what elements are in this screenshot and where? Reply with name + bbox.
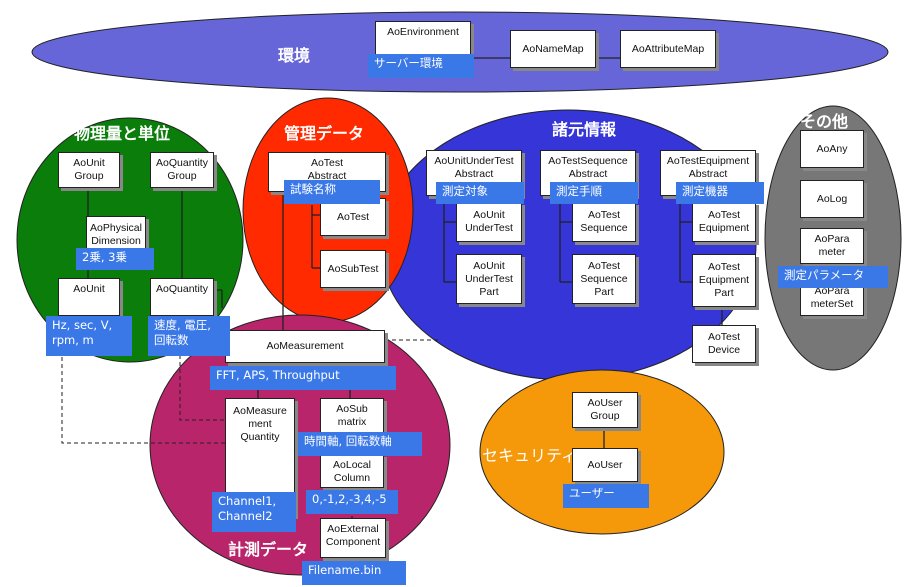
aoenvironment-box[interactable]: AoEnvironment [375,21,471,57]
aotestequipment-box[interactable]: AoTest Equipment [692,202,756,242]
label-measurement-parameters: 測定パラメータ [778,266,888,288]
aoparameter-box[interactable]: AoPara meter [800,228,864,264]
label-filename: Filename.bin [302,561,406,585]
aomeasurement-box[interactable]: AoMeasurement [225,330,385,363]
label-power: 2乗, 3乗 [76,248,154,270]
aotestdevice-box[interactable]: AoTest Device [692,325,756,363]
aoquantity-box[interactable]: AoQuantity [150,278,214,316]
region-title-physical: 物理量と単位 [74,124,171,143]
aounitundertestpart-box[interactable]: AoUnit UnderTest Part [456,254,522,304]
aotestequipmentpart-box[interactable]: AoTest Equipment Part [692,254,756,307]
aoany-box[interactable]: AoAny [800,130,864,168]
aounitgroup-box[interactable]: AoUnit Group [58,152,120,188]
label-channels: Channel1, Channel2 [212,492,296,532]
label-users: ユーザー [563,484,649,508]
aolocalcolumn-box[interactable]: AoLocal Column [320,454,384,488]
region-title-other: その他 [800,112,849,131]
label-units: Hz, sec, V, rpm, m [46,316,132,356]
label-quantities: 速度, 電圧, 回転数 [148,316,230,356]
aousergroup-box[interactable]: AoUser Group [572,392,638,428]
aoexternalcomponent-box[interactable]: AoExternal Component [320,518,386,558]
region-title-security: セキュリティ [482,446,578,465]
aoattributemap-box[interactable]: AoAttributeMap [620,30,716,68]
label-server-environment: サーバー環境 [368,54,474,78]
aosubtest-box[interactable]: AoSubTest [320,250,386,288]
aolog-box[interactable]: AoLog [800,180,864,218]
aosubmatrix-box[interactable]: AoSub matrix [320,398,384,434]
label-values: 0,-1,2,-3,4,-5 [306,490,398,514]
label-measurement-equipment: 測定機器 [676,182,764,204]
region-title-management: 管理データ [284,124,365,143]
label-axes: 時間軸, 回転数軸 [298,432,422,456]
region-title-measurement: 計測データ [228,540,309,559]
label-measurement-target: 測定対象 [436,182,524,204]
region-title-specs: 諸元情報 [552,120,617,139]
aotestsequencepart-box[interactable]: AoTest Sequence Part [572,254,636,304]
region-title-environment: 環境 [278,46,311,65]
label-measurement-procedure: 測定手順 [550,182,638,204]
aotestsequence-box[interactable]: AoTest Sequence [572,202,636,242]
aoquantitygroup-box[interactable]: AoQuantity Group [150,152,214,188]
label-test-name: 試験名称 [284,180,380,204]
aounit-box[interactable]: AoUnit [58,278,120,316]
aonamemap-box[interactable]: AoNameMap [510,30,596,68]
aounitundertest-box[interactable]: AoUnit UnderTest [456,202,522,242]
label-analysis-types: FFT, APS, Throughput [210,366,396,390]
aouser-box[interactable]: AoUser [572,448,638,482]
